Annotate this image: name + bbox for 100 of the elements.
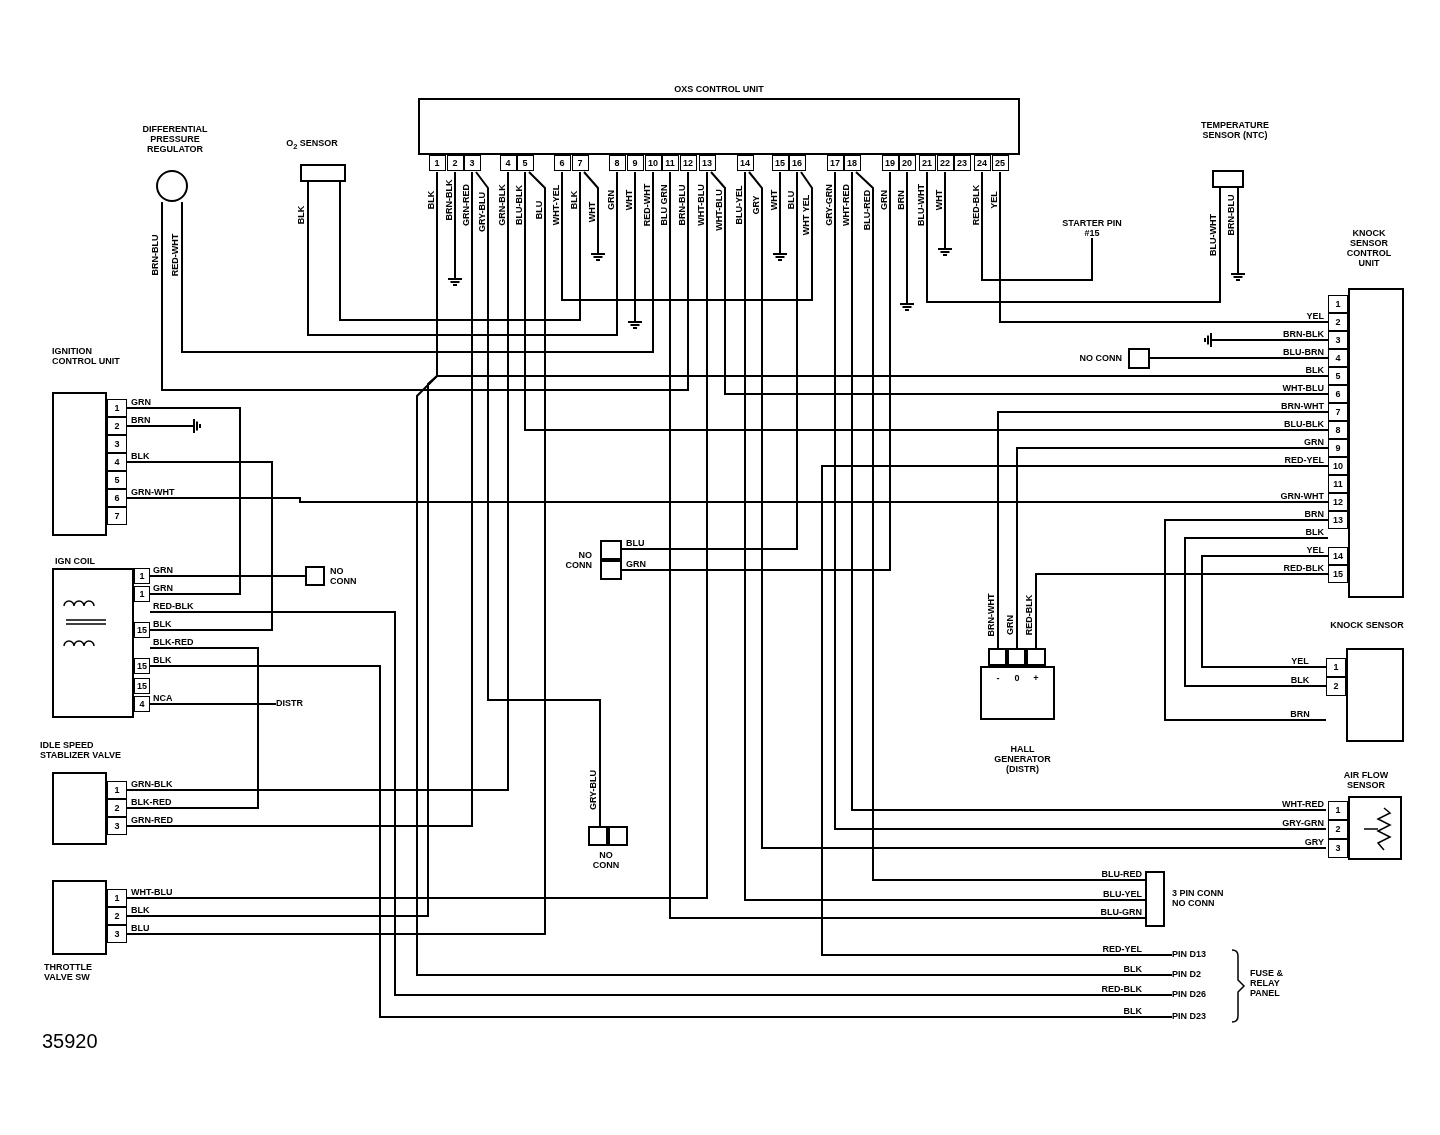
wire-label: RED-YEL [1284, 455, 1324, 465]
pin-number: 5 [107, 471, 127, 489]
wire [748, 171, 1327, 849]
wire-label: BLU-WHT [916, 184, 926, 226]
wire [126, 647, 259, 809]
wire [339, 171, 581, 321]
pin-number: 6 [553, 155, 571, 171]
pin-number: 5 [1328, 367, 1348, 385]
wire [561, 171, 813, 301]
pin-number: 2 [1328, 313, 1348, 331]
wire-label: BRN-BLU [677, 184, 687, 226]
wire-label: RED-BLK [1101, 984, 1142, 994]
wire-label: BLU [131, 923, 150, 933]
pin-number: 1 [1326, 657, 1346, 677]
component-label: DIFFERENTIAL PRESSURE REGULATOR [141, 124, 209, 154]
component-label: NO CONN [1078, 353, 1122, 363]
polarity-label: 0 [1014, 673, 1020, 683]
wire-label: BRN [896, 190, 906, 210]
wire-label: BLU GRN [659, 184, 669, 226]
wire-label: BLU-BRN [1283, 347, 1324, 357]
wire-label: BLU-YEL [734, 185, 744, 225]
wire-label: RED-BLK [1024, 594, 1034, 636]
pin-number: 14 [1328, 547, 1348, 565]
wire-label: BLU-YEL [1103, 889, 1142, 899]
wire-label: BLK [153, 619, 172, 629]
wire-label: BLU-RED [862, 189, 872, 231]
wire-label: BLK [296, 205, 306, 225]
wire [1016, 447, 1329, 649]
wire [906, 171, 908, 301]
wire-label: GRY-BLU [477, 191, 487, 233]
wire [926, 171, 1221, 303]
wire-label: RED-WHT [170, 233, 180, 277]
wire [126, 497, 1329, 503]
wire [1237, 187, 1239, 271]
pin-number: 1 [134, 568, 150, 584]
component-label: 3 PIN CONN NO CONN [1172, 888, 1225, 908]
wire-label: WHT [934, 189, 944, 211]
wire [999, 171, 1329, 323]
wire-label: YEL [1291, 656, 1309, 666]
component-label: TEMPERATURE SENSOR (NTC) [1200, 120, 1270, 140]
wire [621, 171, 891, 571]
wire-label: GRN [879, 190, 889, 210]
wire [126, 171, 546, 935]
wire [181, 171, 654, 353]
wire [855, 171, 1146, 881]
wire-label: BLK [131, 905, 150, 915]
pin-number: 1 [107, 781, 127, 799]
wire [149, 665, 1173, 1018]
pin-number: 7 [107, 507, 127, 525]
wire-label: GRN [626, 559, 646, 569]
pin-number: 1 [134, 586, 150, 602]
wire-label: WHT-RED [841, 184, 851, 226]
wire-label: WHT-BLU [1282, 383, 1324, 393]
figure-number: 35920 [42, 1030, 98, 1053]
wire-label: GRN-BLK [131, 779, 173, 789]
wire-label: GRN [153, 583, 173, 593]
pin-number: 3 [1328, 331, 1348, 349]
pin-number: 12 [1328, 493, 1348, 511]
component-label: IGNITION CONTROL UNIT [52, 346, 121, 366]
wire-label: BLU [626, 538, 645, 548]
wire-label: GRN [1005, 615, 1015, 635]
wire-label: BRN-BLU [150, 234, 160, 276]
wire-label: BLK [153, 655, 172, 665]
wire-label: GRN-RED [131, 815, 173, 825]
panel-label: FUSE & RELAY PANEL [1250, 968, 1284, 998]
wire-label: GRN-WHT [1280, 491, 1324, 501]
component-label: THROTTLE VALVE SW [44, 962, 93, 982]
wire-label: WHT [587, 201, 597, 223]
pin-number: 9 [626, 155, 644, 171]
pin-number: 4 [107, 453, 127, 471]
pin-number: 8 [608, 155, 626, 171]
wire-label: GRY-GRN [1282, 818, 1324, 828]
pin-number: 3 [107, 817, 127, 835]
pin-number: 6 [107, 489, 127, 507]
wire-label: GRY [751, 195, 761, 215]
wire-label: BLK [426, 190, 436, 210]
pin-number: 1 [107, 889, 127, 907]
wire-label: BRN-BLU [1226, 194, 1236, 236]
pin-number: 25 [991, 155, 1009, 171]
wire-label: BLK [1123, 1006, 1142, 1016]
wire [669, 171, 1146, 919]
wire [1214, 339, 1329, 341]
wire-label: RED-YEL [1102, 944, 1142, 954]
wire-label: BLK [1123, 964, 1142, 974]
wire [126, 171, 708, 899]
wire-label: RED-BLK [153, 601, 194, 611]
component-label: IGN COIL [55, 556, 96, 566]
wire-label: GRN [606, 190, 616, 210]
pin-number: 15 [1328, 565, 1348, 583]
polarity-label: - [996, 673, 1000, 683]
pin-number: 24 [973, 155, 991, 171]
pin-number: 4 [134, 696, 150, 712]
wire-label: YEL [1306, 311, 1324, 321]
wire [634, 171, 636, 319]
wire-label: YEL [1306, 545, 1324, 555]
wire-label: BLU-BLK [1284, 419, 1324, 429]
wire-label: GRY-GRN [824, 184, 834, 226]
wire-label: WHT-YEL [551, 184, 561, 226]
component-label: NO CONN [330, 566, 358, 586]
wire-label: BRN [1304, 509, 1324, 519]
